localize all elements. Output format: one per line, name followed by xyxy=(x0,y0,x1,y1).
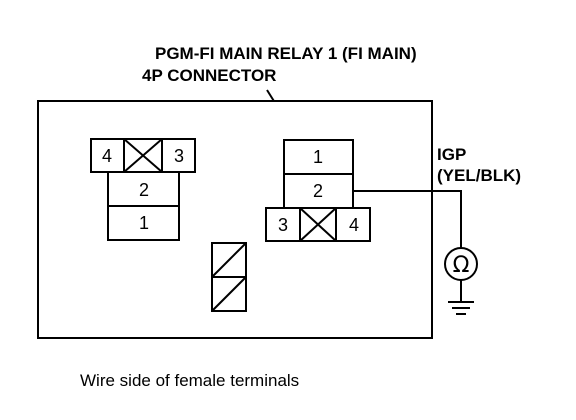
ground-icon xyxy=(448,301,474,315)
probe-wire-color: (YEL/BLK) xyxy=(437,166,521,185)
ohmmeter-icon: Ω xyxy=(444,247,478,281)
relay-terminal-4: 4 xyxy=(349,215,359,235)
left-connector: 4 3 2 1 xyxy=(90,138,196,241)
relay-connector: 1 2 3 4 xyxy=(265,139,371,242)
probe-wire xyxy=(353,190,462,248)
caption: Wire side of female terminals xyxy=(80,371,299,390)
probe-name: IGP xyxy=(437,145,466,164)
ohm-symbol: Ω xyxy=(453,253,470,278)
title-line-1: PGM-FI MAIN RELAY 1 (FI MAIN) xyxy=(155,44,417,63)
left-terminal-2: 2 xyxy=(139,180,149,200)
center-key xyxy=(211,242,247,312)
left-terminal-4: 4 xyxy=(102,146,112,166)
left-terminal-1: 1 xyxy=(139,213,149,233)
relay-terminal-1: 1 xyxy=(313,147,323,167)
left-terminal-3: 3 xyxy=(174,146,184,166)
title-line-2: 4P CONNECTOR xyxy=(142,66,276,85)
relay-terminal-3: 3 xyxy=(278,215,288,235)
relay-terminal-2: 2 xyxy=(313,181,323,201)
